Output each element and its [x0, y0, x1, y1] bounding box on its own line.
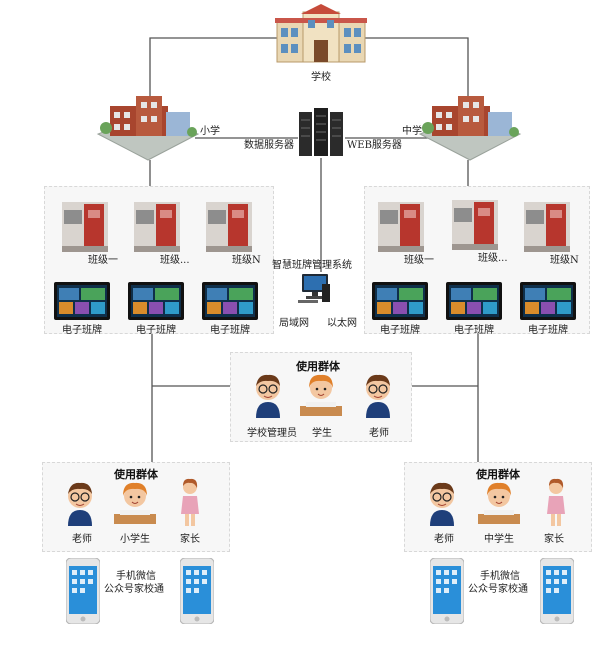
electronic-board-icon: [372, 282, 428, 324]
right-board-3-label: 电子班牌: [528, 325, 568, 336]
left-wechat-line1: 手机微信: [116, 571, 156, 582]
parent-avatar-icon: [178, 478, 202, 532]
school-label: 学校: [311, 72, 331, 83]
left-wechat-line2: 公众号家校通: [104, 584, 164, 595]
right-parent-label: 家长: [544, 534, 564, 545]
right-wechat-line2: 公众号家校通: [468, 584, 528, 595]
electronic-board-icon: [202, 282, 258, 324]
administrator-avatar-icon: [252, 372, 284, 424]
smartphone-icon: [179, 557, 215, 628]
right-board-2-label: 电子班牌: [454, 325, 494, 336]
left-board-3-label: 电子班牌: [210, 325, 250, 336]
smartphone-icon: [429, 557, 465, 628]
left-class-2-label: 班级...: [160, 255, 190, 266]
left-pupil-label: 小学生: [120, 534, 150, 545]
lan-label: 局域网: [279, 318, 309, 329]
classroom-door-icon: [206, 202, 252, 256]
student-avatar-icon: [114, 480, 156, 532]
left-board-2-label: 电子班牌: [136, 325, 176, 336]
school-building-icon: [275, 0, 367, 68]
ethernet-label: 以太网: [327, 318, 357, 329]
right-class-2-label: 班级...: [478, 253, 508, 264]
primary-campus-label: 小学: [200, 126, 220, 137]
left-users-panel: [42, 462, 230, 552]
center-users-title: 使用群体: [296, 360, 340, 373]
electronic-board-icon: [520, 282, 576, 324]
right-middle-student-label: 中学生: [484, 534, 514, 545]
left-class-1-label: 班级一: [88, 255, 118, 266]
left-parent-label: 家长: [180, 534, 200, 545]
right-wechat-line1: 手机微信: [480, 571, 520, 582]
smartphone-icon: [539, 557, 575, 628]
classroom-door-icon: [378, 202, 424, 256]
line-school-middle: [363, 37, 469, 98]
smartphone-icon: [65, 557, 101, 628]
server-rack-icon: [297, 108, 345, 162]
classroom-door-icon: [452, 200, 498, 254]
teacher-avatar-icon: [64, 480, 96, 532]
primary-campus-icon: [96, 92, 200, 166]
right-class-1-label: 班级一: [404, 255, 434, 266]
right-class-n-label: 班级N: [550, 255, 579, 266]
electronic-board-icon: [128, 282, 184, 324]
admin-label: 学校管理员: [247, 428, 297, 439]
left-class-n-label: 班级N: [232, 255, 261, 266]
teacher-avatar-icon: [426, 480, 458, 532]
middle-campus-icon: [418, 92, 522, 166]
data-server-label: 数据服务器: [244, 140, 294, 151]
desktop-computer-icon: [298, 274, 332, 308]
left-users-title: 使用群体: [114, 468, 158, 481]
electronic-board-icon: [54, 282, 110, 324]
middle-campus-label: 中学: [402, 126, 422, 137]
parent-avatar-icon: [544, 478, 568, 532]
classroom-door-icon: [134, 202, 180, 256]
student-label: 学生: [312, 428, 332, 439]
left-teacher-label: 老师: [72, 534, 92, 545]
teacher-label: 老师: [369, 428, 389, 439]
student-avatar-icon: [300, 372, 342, 424]
system-label: 智慧班牌管理系统: [272, 260, 352, 271]
line-school-primary: [149, 37, 283, 98]
classroom-door-icon: [524, 202, 570, 256]
classroom-door-icon: [62, 202, 108, 256]
student-avatar-icon: [478, 480, 520, 532]
teacher-avatar-icon: [362, 372, 394, 424]
right-board-1-label: 电子班牌: [380, 325, 420, 336]
right-teacher-label: 老师: [434, 534, 454, 545]
electronic-board-icon: [446, 282, 502, 324]
left-board-1-label: 电子班牌: [62, 325, 102, 336]
right-users-title: 使用群体: [476, 468, 520, 481]
web-server-label: WEB服务器: [347, 140, 402, 151]
